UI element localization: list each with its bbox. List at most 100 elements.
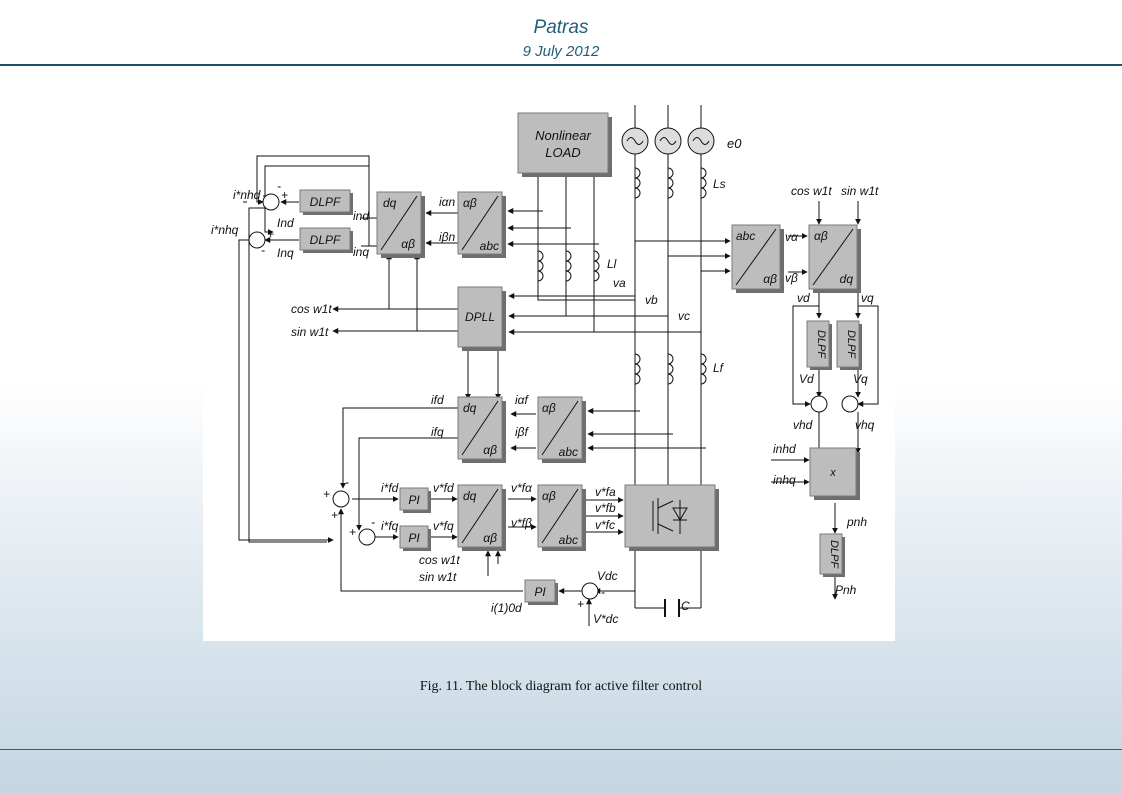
label-i0d: i(1)0d bbox=[491, 601, 522, 615]
label-Vq: Vq bbox=[853, 372, 868, 386]
label-Inq: Inq bbox=[277, 246, 294, 260]
dlpf-block-d: DLPF bbox=[299, 189, 353, 215]
label-vfd-star: v*fd bbox=[433, 481, 454, 495]
label-vfq-star: v*fq bbox=[433, 519, 454, 533]
load-label-1: Nonlinear bbox=[535, 128, 591, 143]
multiplier-block: x bbox=[809, 447, 860, 500]
dq-ab-block-load: dq αβ bbox=[376, 191, 425, 258]
figure-caption: Fig. 11. The block diagram for active fi… bbox=[419, 679, 703, 694]
ab-abc-block-filter: αβ abc bbox=[537, 396, 586, 463]
dq-ab-block-voltage-ref: dq αβ bbox=[457, 484, 506, 551]
load-label-2: LOAD bbox=[545, 145, 580, 160]
dpll-label: DPLL bbox=[465, 310, 495, 324]
header-title: Patras bbox=[533, 17, 589, 38]
pi-block-dc: PI bbox=[524, 579, 558, 605]
minus-sign: - bbox=[601, 585, 605, 599]
dq-label: dq bbox=[463, 489, 477, 503]
label-vc: vc bbox=[678, 309, 690, 323]
dlpf-block-vq: DLPF bbox=[836, 320, 862, 370]
label-inhd-star: i*nhd bbox=[233, 188, 261, 202]
plus-sign: + bbox=[323, 487, 330, 501]
dc-capacitor bbox=[664, 599, 680, 617]
ab-label: αβ bbox=[483, 443, 497, 457]
label-vhq: vhq bbox=[855, 418, 875, 432]
label-ifd: ifd bbox=[431, 393, 444, 407]
ab-dq-block-voltage: αβ dq bbox=[808, 224, 861, 293]
label-ifq-star: i*fq bbox=[381, 519, 399, 533]
label-iaf: iαf bbox=[515, 393, 530, 407]
nonlinear-load-block: Nonlinear LOAD bbox=[517, 112, 612, 177]
label-sin: sin w1t bbox=[291, 325, 329, 339]
footer-divider bbox=[0, 749, 1122, 750]
label-ind: ind bbox=[353, 209, 369, 223]
label-vfa-star: v*fα bbox=[511, 481, 533, 495]
ab-label: αβ bbox=[814, 229, 828, 243]
label-inhq: inhq bbox=[773, 473, 796, 487]
plus-sign: + bbox=[331, 508, 338, 522]
ab-label: αβ bbox=[483, 531, 497, 545]
abc-label: abc bbox=[736, 229, 755, 243]
dlpf-block-q: DLPF bbox=[299, 227, 353, 253]
abc-label: abc bbox=[559, 533, 578, 547]
label-Pnh: Pnh bbox=[835, 583, 857, 597]
label-pnh: pnh bbox=[846, 515, 867, 529]
pi-label: PI bbox=[408, 493, 420, 507]
label-vfb: v*fb bbox=[595, 501, 616, 515]
abc-label: abc bbox=[480, 239, 499, 253]
pi-block-d: PI bbox=[399, 487, 431, 513]
label-cos: cos w1t bbox=[419, 553, 460, 567]
ab-label: αβ bbox=[463, 196, 477, 210]
label-va: va bbox=[613, 276, 626, 290]
dlpf-block-vd: DLPF bbox=[806, 320, 832, 370]
inverter-block bbox=[624, 484, 719, 551]
minus-sign: - bbox=[261, 243, 265, 257]
dlpf-label: DLPF bbox=[845, 330, 857, 359]
dq-label: dq bbox=[383, 196, 397, 210]
plus-sign: + bbox=[267, 227, 274, 241]
pi-label: PI bbox=[408, 531, 420, 545]
label-ibf: iβf bbox=[515, 425, 530, 439]
pi-label: PI bbox=[534, 585, 546, 599]
plus-sign: + bbox=[281, 188, 288, 202]
label-vb: vb bbox=[645, 293, 658, 307]
plus-sign: + bbox=[577, 597, 584, 611]
block-diagram-svg: Nonlinear LOAD DLPF DLPF dq αβ αβ abc DP… bbox=[211, 105, 879, 626]
dlpf-label: DLPF bbox=[828, 540, 840, 569]
summing-junctions bbox=[248, 193, 859, 600]
dq-label: dq bbox=[463, 401, 477, 415]
minus-sign: - bbox=[371, 515, 375, 529]
header-divider bbox=[0, 64, 1122, 66]
label-e0: e0 bbox=[727, 136, 742, 151]
plus-sign: + bbox=[349, 525, 356, 539]
ac-sources bbox=[621, 127, 715, 155]
label-vfa: v*fa bbox=[595, 485, 616, 499]
label-Lf: Lf bbox=[713, 361, 725, 375]
label-ifd-star: i*fd bbox=[381, 481, 399, 495]
dlpf-label: DLPF bbox=[815, 330, 827, 359]
label-Ll: Ll bbox=[607, 257, 617, 271]
label-cos: cos w1t bbox=[791, 184, 832, 198]
label-inq: inq bbox=[353, 245, 369, 259]
ab-label: αβ bbox=[401, 237, 415, 251]
abc-label: abc bbox=[559, 445, 578, 459]
dq-label: dq bbox=[840, 272, 854, 286]
label-vfc: v*fc bbox=[595, 518, 615, 532]
dlpf-label: DLPF bbox=[310, 233, 341, 247]
label-cos: cos w1t bbox=[291, 302, 332, 316]
block-diagram: Nonlinear LOAD DLPF DLPF dq αβ αβ abc DP… bbox=[203, 96, 895, 641]
header-date: 9 July 2012 bbox=[522, 43, 600, 60]
ab-label: αβ bbox=[542, 489, 556, 503]
minus-sign: - bbox=[277, 179, 281, 193]
pi-block-q: PI bbox=[399, 525, 431, 551]
label-vbeta: vβ bbox=[785, 271, 798, 285]
label-vq: vq bbox=[861, 291, 874, 305]
label-Ls: Ls bbox=[713, 177, 726, 191]
label-ian: iαn bbox=[439, 195, 456, 209]
dpll-block: DPLL bbox=[457, 286, 506, 351]
signal-wires bbox=[238, 155, 879, 626]
slide-header: Patras 9 July 2012 bbox=[0, 0, 1122, 66]
diagram-labels: e0 Ls Ll Lf C va vb vc i*nhd i*nhq + - +… bbox=[211, 136, 879, 626]
label-valpha: vα bbox=[785, 230, 799, 244]
ab-abc-block-load: αβ abc bbox=[457, 191, 506, 258]
label-ibn: iβn bbox=[439, 230, 456, 244]
